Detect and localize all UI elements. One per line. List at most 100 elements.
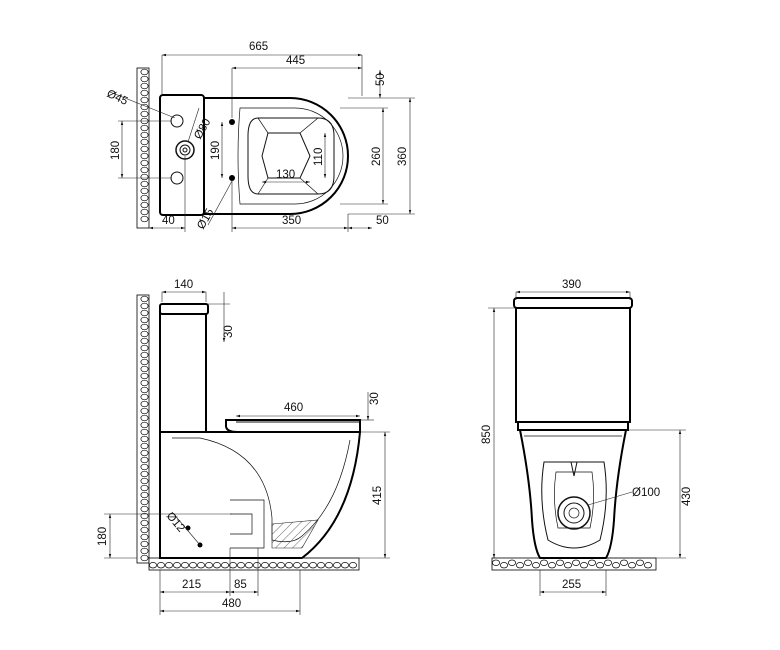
pebble-texture bbox=[140, 166, 149, 174]
pebble-texture bbox=[604, 559, 612, 566]
pebble-texture bbox=[140, 194, 149, 202]
pebble-texture bbox=[140, 484, 149, 492]
dim-130-label: 130 bbox=[276, 169, 295, 181]
pebble-texture bbox=[140, 442, 149, 450]
pebble-texture bbox=[140, 358, 149, 366]
top-view-dimensions: 665 445 50 Ø45 Ø80 180 190 110 130 260 bbox=[105, 41, 415, 232]
pebble-texture bbox=[309, 562, 317, 569]
dim-190-label: 190 bbox=[210, 141, 222, 160]
dim-110-label: 110 bbox=[313, 148, 325, 166]
pebble-texture bbox=[140, 201, 149, 209]
pebble-texture bbox=[140, 365, 149, 373]
pebble-texture bbox=[140, 187, 149, 195]
pebble-texture bbox=[261, 562, 269, 569]
pebble-texture bbox=[140, 215, 149, 223]
pebble-texture bbox=[572, 559, 580, 566]
pebble-texture bbox=[548, 562, 556, 569]
pebble-texture bbox=[140, 351, 149, 359]
pebble-texture bbox=[293, 562, 301, 569]
pebble-texture bbox=[140, 533, 149, 541]
front-view-bowl bbox=[518, 429, 628, 559]
pebble-texture bbox=[140, 131, 149, 139]
dim-50-top-label: 50 bbox=[375, 73, 387, 86]
pebble-texture bbox=[140, 295, 149, 303]
pebble-texture bbox=[140, 428, 149, 436]
dim-255-label: 255 bbox=[562, 579, 581, 591]
dim-360-label: 360 bbox=[397, 147, 409, 166]
side-view: 140 30 460 30 415 Ø12 180 215 bbox=[97, 279, 390, 615]
pebble-texture bbox=[636, 559, 644, 566]
dim-215-label: 215 bbox=[182, 579, 201, 591]
front-view: 390 850 Ø100 430 255 bbox=[481, 279, 693, 596]
pebble-texture bbox=[140, 96, 149, 104]
pebble-texture bbox=[245, 562, 253, 569]
dim-30-tank-label: 30 bbox=[223, 325, 235, 338]
dim-415-label: 415 bbox=[372, 486, 384, 505]
pebble-texture bbox=[140, 456, 149, 464]
dim-390-label: 390 bbox=[562, 279, 581, 291]
dim-140-label: 140 bbox=[174, 279, 193, 291]
dim-430-label: 430 bbox=[681, 487, 693, 506]
pebble-texture bbox=[285, 562, 293, 569]
pebble-texture bbox=[197, 562, 205, 569]
pebble-texture bbox=[140, 400, 149, 408]
pebble-texture bbox=[140, 407, 149, 415]
front-view-seat bbox=[517, 421, 629, 431]
pebble-texture bbox=[140, 145, 149, 153]
pebble-texture bbox=[140, 68, 149, 76]
pebble-texture bbox=[317, 562, 325, 569]
pebble-texture bbox=[140, 323, 149, 331]
pebble-texture bbox=[269, 562, 277, 569]
pebble-texture bbox=[492, 559, 500, 566]
dim-40-label: 40 bbox=[162, 215, 175, 227]
pebble-texture bbox=[140, 547, 149, 555]
pebble-texture bbox=[277, 562, 285, 569]
top-view-bowl bbox=[203, 97, 350, 215]
dim-180-side-label: 180 bbox=[97, 527, 109, 546]
pebble-texture bbox=[140, 372, 149, 380]
pebble-texture bbox=[157, 562, 165, 569]
pebble-texture bbox=[140, 302, 149, 310]
pebble-texture bbox=[181, 562, 189, 569]
pebble-texture bbox=[596, 562, 604, 569]
pebble-texture bbox=[612, 562, 620, 569]
pebble-texture bbox=[140, 159, 149, 167]
pebble-texture bbox=[532, 562, 540, 569]
pebble-texture bbox=[620, 559, 628, 566]
dim-850-label: 850 bbox=[481, 425, 493, 444]
pebble-texture bbox=[500, 562, 508, 569]
pebble-texture bbox=[140, 89, 149, 97]
pebble-texture bbox=[140, 75, 149, 83]
pebble-texture bbox=[213, 562, 221, 569]
pebble-texture bbox=[508, 559, 516, 566]
dim-480-label: 480 bbox=[222, 598, 241, 610]
pebble-texture bbox=[140, 414, 149, 422]
pebble-texture bbox=[140, 505, 149, 513]
pebble-texture bbox=[140, 379, 149, 387]
pebble-texture bbox=[140, 138, 149, 146]
pebble-texture bbox=[140, 208, 149, 216]
dim-445-label: 445 bbox=[286, 55, 305, 67]
dia-45-label: Ø45 bbox=[105, 88, 130, 108]
pebble-texture bbox=[140, 330, 149, 338]
pebble-texture bbox=[140, 180, 149, 188]
pebble-texture bbox=[140, 540, 149, 548]
front-view-floor bbox=[491, 557, 657, 571]
side-view-bowl bbox=[159, 431, 362, 559]
pebble-texture bbox=[644, 562, 652, 569]
pebble-texture bbox=[221, 562, 229, 569]
front-view-dimensions: 390 850 Ø100 430 255 bbox=[481, 279, 693, 596]
pebble-texture bbox=[149, 562, 157, 569]
side-view-dimensions: 140 30 460 30 415 Ø12 180 215 bbox=[97, 279, 390, 615]
side-view-floor bbox=[148, 557, 360, 571]
dim-50-bottom-label: 50 bbox=[376, 215, 389, 227]
pebble-texture bbox=[140, 173, 149, 181]
side-view-tank bbox=[159, 303, 209, 433]
pebble-texture bbox=[140, 82, 149, 90]
dim-665-label: 665 bbox=[249, 41, 268, 53]
pebble-texture bbox=[580, 562, 588, 569]
pebble-texture bbox=[540, 559, 548, 566]
dim-460-label: 460 bbox=[284, 402, 303, 414]
dim-350-label: 350 bbox=[282, 215, 301, 227]
pebble-texture bbox=[173, 562, 181, 569]
